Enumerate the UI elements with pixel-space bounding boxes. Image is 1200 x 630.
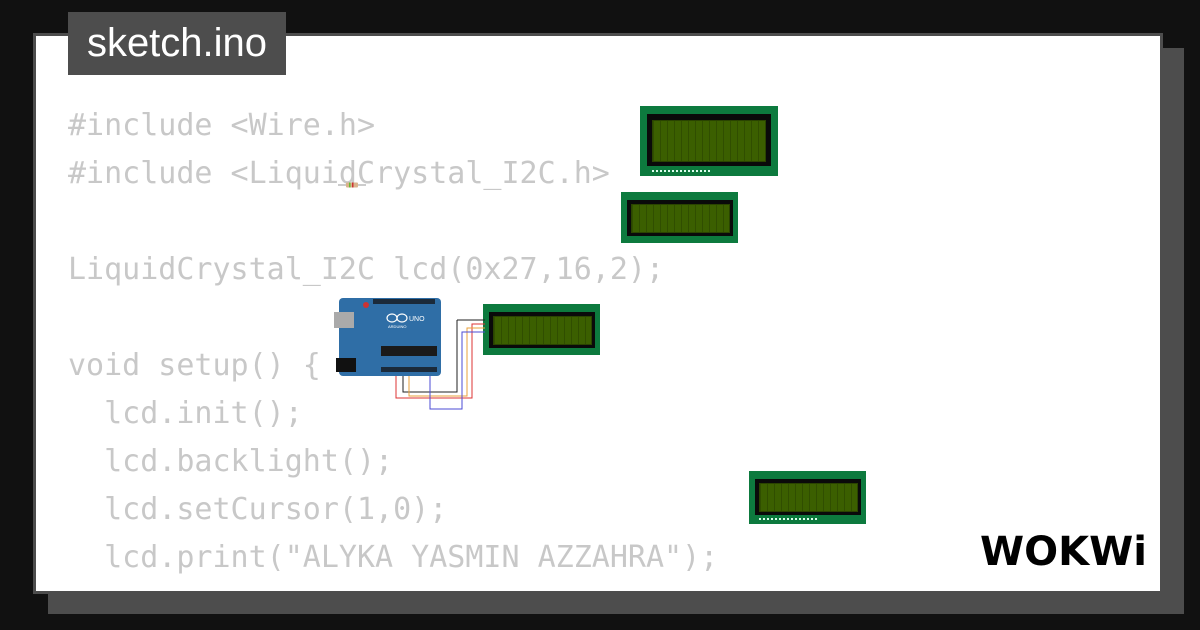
code-line: delay(1000); (68, 582, 718, 591)
lcd-display-2[interactable] (621, 192, 738, 243)
lcd-pins (652, 170, 712, 172)
infinity-logo-icon (386, 313, 408, 323)
code-line: void setup() { (68, 348, 321, 383)
code-line: LiquidCrystal_I2C lcd(0x27,16,2); (68, 252, 665, 287)
code-line: #include <Wire.h> (68, 108, 376, 143)
resistor-component[interactable] (338, 181, 366, 189)
lcd-screen (631, 204, 730, 233)
board-brand: ARDUINO (388, 324, 406, 329)
lcd-screen (652, 120, 766, 162)
lcd-screen (759, 483, 858, 512)
lcd-screen (493, 316, 592, 345)
wires (395, 319, 485, 410)
board-label: UNO (409, 316, 425, 323)
wokwi-logo: WOKWi (980, 529, 1147, 575)
code-line: lcd.init(); (68, 396, 303, 431)
code-line: #include <LiquidCrystal_I2C.h> (68, 156, 610, 191)
logo-text: WOKWi (980, 529, 1147, 575)
lcd-display-1[interactable] (640, 106, 778, 176)
lcd-pins (759, 518, 819, 520)
code-line: lcd.setCursor(1,0); (68, 492, 448, 527)
lcd-display-4[interactable] (749, 471, 866, 524)
lcd-display-3[interactable] (483, 304, 600, 355)
file-tab[interactable]: sketch.ino (68, 12, 286, 75)
arduino-uno-board[interactable]: UNO ARDUINO (333, 296, 445, 378)
code-line: lcd.print("ALYKA YASMIN AZZAHRA"); (68, 540, 719, 575)
code-editor: #include <Wire.h> #include <LiquidCrystal… (68, 102, 719, 591)
code-line: lcd.backlight(); (68, 444, 394, 479)
